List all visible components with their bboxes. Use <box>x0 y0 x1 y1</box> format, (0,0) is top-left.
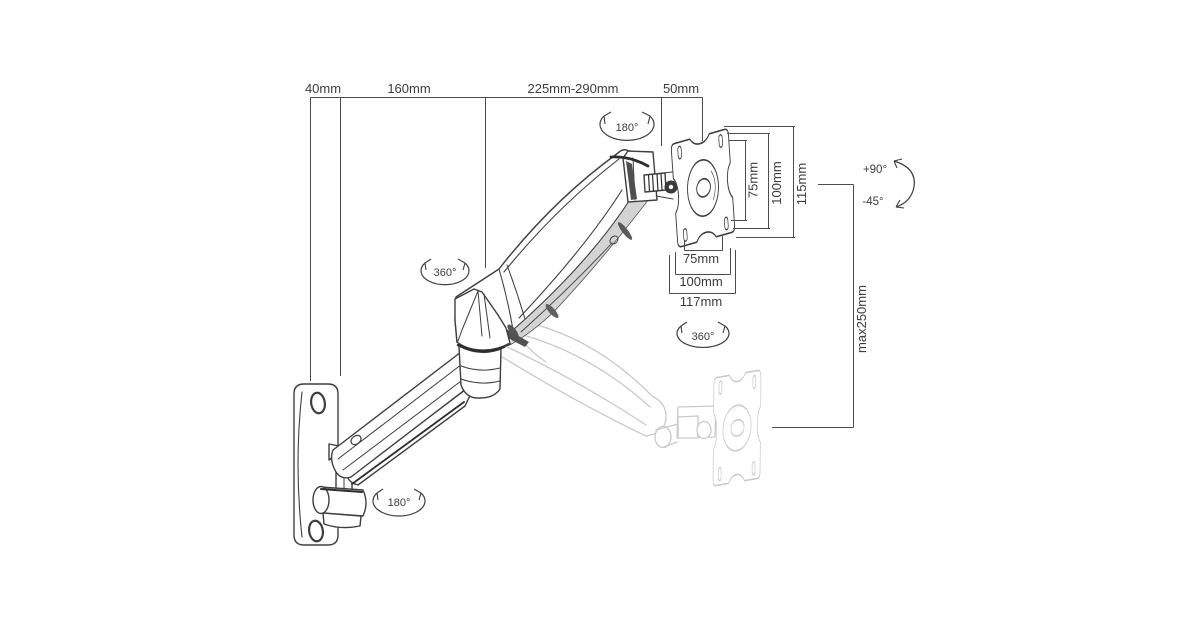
svg-text:75mm: 75mm <box>746 162 761 198</box>
svg-text:50mm: 50mm <box>663 81 699 96</box>
svg-text:+90°: +90° <box>863 164 887 176</box>
svg-text:-45°: -45° <box>862 196 883 208</box>
svg-text:40mm: 40mm <box>305 81 341 96</box>
svg-text:225mm-290mm: 225mm-290mm <box>527 81 618 96</box>
svg-text:180°: 180° <box>616 122 639 134</box>
svg-text:115mm: 115mm <box>794 163 809 205</box>
svg-text:360°: 360° <box>692 331 715 343</box>
svg-text:360°: 360° <box>434 267 457 279</box>
svg-text:100mm: 100mm <box>769 161 784 204</box>
svg-text:117mm: 117mm <box>680 294 722 309</box>
svg-text:160mm: 160mm <box>387 81 430 96</box>
svg-text:180°: 180° <box>388 497 411 509</box>
svg-text:75mm: 75mm <box>683 251 719 266</box>
svg-text:max250mm: max250mm <box>854 285 869 353</box>
svg-text:100mm: 100mm <box>679 274 722 289</box>
